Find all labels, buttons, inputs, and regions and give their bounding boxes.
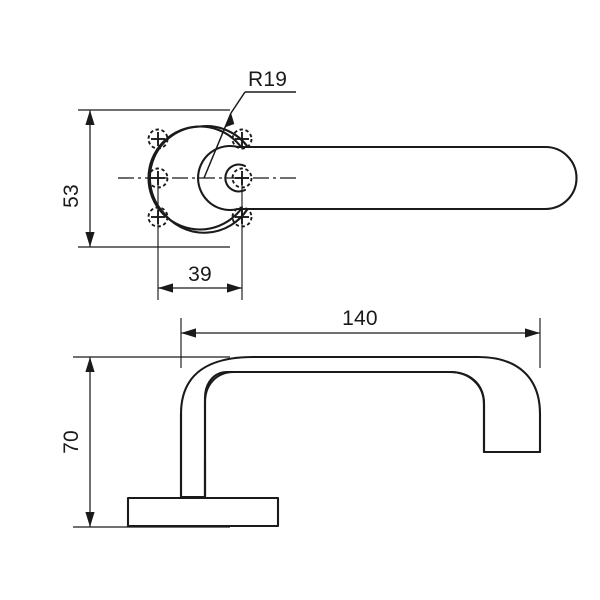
screw-hole-circle [231,128,253,150]
rosette-rim-top-right [198,125,249,149]
screw-hole-top-right [231,128,253,150]
arrow-53-down [85,232,95,247]
arrow-39-right [227,283,242,293]
lever-inner-contour [203,370,486,499]
leader-arrow-r19 [224,113,235,128]
rosette-rim-bottom [162,207,249,234]
dim-label-70: 70 [60,430,83,454]
screw-hole-top-left [147,128,169,150]
side-view-group: 140 70 [60,307,542,528]
lever-side-profile [179,355,542,499]
rosette-rim-left-upper [148,125,202,214]
dim-label-140: 140 [342,307,378,330]
arrow-140-left [181,328,196,338]
callout-label-r19: R19 [248,68,287,91]
top-view-group: 53 [60,68,578,300]
lever-arm-outline [197,144,578,212]
dim-label-53: 53 [60,184,83,208]
base-plate-side-view [126,496,280,528]
arrow-70-down [85,512,95,527]
leader-line-r19-elbow [230,91,246,114]
dim-label-39: 39 [188,263,212,286]
screw-hole-circle [147,128,169,150]
arrow-39-left [158,283,173,293]
arrow-140-right [525,328,540,338]
arrow-70-up [85,357,95,372]
lever-inner-neck-arc [224,163,247,193]
arrow-53-up [85,110,95,125]
